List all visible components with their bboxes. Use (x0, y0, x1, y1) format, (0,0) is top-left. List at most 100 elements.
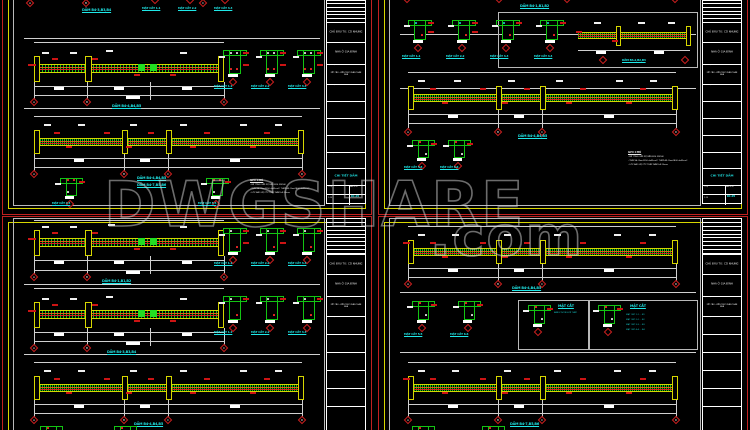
dimension-value (265, 252, 275, 255)
cross-section-detail[interactable] (217, 292, 251, 342)
cross-section-detail[interactable] (490, 16, 524, 60)
beam-concrete-section (36, 238, 222, 247)
title-block-row-project: CÔNG TRÌNH NHÀ Ở GIA ĐÌNH (327, 275, 365, 297)
scale-tag: TỶ LỆ (704, 187, 708, 188)
rebar-callout (626, 392, 632, 394)
sheet-bottom-right[interactable]: A B C D DẦM B4-4,B4,B5 MẶT CẮT 5-5 MẶ (378, 216, 748, 430)
cross-section-detail[interactable] (110, 424, 140, 430)
sheet-top-right[interactable]: A B C D DẦM B4-1,B1,B2 MẶT CẮT 1-1 (378, 0, 748, 215)
column-stub (122, 130, 128, 154)
beam-elevation[interactable] (403, 222, 684, 284)
beam-elevation[interactable] (30, 358, 310, 420)
axis-bubble (457, 43, 467, 53)
dimension-line (34, 332, 224, 333)
title-block-row-date: NGÀY LẬP (327, 389, 365, 407)
cross-section-detail[interactable] (452, 298, 486, 342)
rebar-callout (480, 378, 486, 380)
beam-elevation[interactable] (403, 358, 684, 420)
cross-section-detail[interactable] (406, 138, 440, 178)
title-block-row-project: CÔNG TRÌNH NHÀ Ở GIA ĐÌNH (703, 43, 741, 65)
rebar-callout (130, 370, 137, 372)
section-label: MẶT CẮT 4-4 (534, 54, 553, 58)
rebar-callout (443, 145, 449, 147)
title-block[interactable]: CHỦ ĐẦU TƯ CHỦ ĐẦU TƯ: CÔ NHUNG CÔNG TRÌ… (702, 0, 742, 205)
sheet-bottom-left[interactable]: A B C DẦM B4-1,B1,B2 MẶT CẮT 1-1 (2, 216, 372, 430)
cross-section-detail[interactable] (534, 16, 568, 60)
cross-section-detail[interactable] (402, 16, 436, 60)
beam-title: DẦM B4-4,B4,B5 (512, 286, 542, 290)
cross-section-detail[interactable] (54, 176, 88, 215)
cross-section-detail[interactable] (406, 298, 440, 342)
title-block[interactable]: CHỦ ĐẦU TƯ CHỦ ĐẦU TƯ: CÔ NHUNG CÔNG TRÌ… (702, 218, 742, 430)
highlight-block (138, 64, 145, 71)
stirrup-hatching (36, 65, 222, 72)
cross-section-detail[interactable] (254, 46, 288, 96)
dimension-value (228, 252, 238, 255)
cross-section-detail[interactable] (408, 424, 438, 430)
dimension-line (34, 116, 302, 117)
axis-bubble-label: C (222, 346, 226, 350)
dimension-tick (224, 256, 225, 274)
notes-line: - THÉP AI: Ra=2250 daN/cm2; THÉP AII: Ra… (250, 188, 310, 190)
beam-elevation[interactable] (404, 70, 684, 132)
cross-section-detail[interactable] (592, 302, 626, 346)
rebar-callout (219, 234, 225, 236)
rebar-dot (273, 68, 275, 70)
rebar-callout (180, 370, 187, 372)
title-block-tag: NGÀY LẬP (328, 389, 336, 390)
axis-bubble-label: A (32, 172, 36, 176)
sheet-top-left[interactable]: A B C DẦM B4-3,B3,B4 MẶT CẮT 1-1 MẶT CẮT… (2, 0, 372, 215)
rebar-callout (70, 226, 77, 228)
beam-elevation[interactable] (28, 42, 230, 102)
cross-section-detail[interactable] (522, 302, 556, 346)
cross-section-detail[interactable] (217, 46, 251, 96)
beam-elevation[interactable] (28, 220, 230, 280)
cross-section-detail[interactable] (446, 16, 480, 60)
rebar-callout (467, 143, 473, 145)
rebar-callout (593, 310, 599, 312)
cross-section-detail[interactable] (200, 176, 234, 215)
rebar-callout (293, 302, 299, 304)
axis-bubble-label: D (674, 418, 678, 422)
cross-section-detail[interactable] (291, 46, 325, 96)
section-detail-line: BẢNG THỐNG KÊ THÉP (554, 312, 577, 314)
panel-divider (24, 354, 320, 355)
sheet-border-red (2, 0, 372, 215)
cross-section-detail[interactable] (291, 224, 325, 274)
dimension-tick (34, 82, 35, 100)
column-stub (540, 376, 546, 400)
dimension-value (448, 115, 458, 118)
rebar-dot (236, 246, 238, 248)
sheet-number-tag: BẢN VẼ SỐ (726, 187, 734, 188)
title-block-value: CHỦ ĐẦU TƯ: CÔ NHUNG (329, 262, 363, 266)
cross-section-detail[interactable] (217, 224, 251, 274)
dimension-value (604, 405, 614, 408)
axis-bubble (463, 323, 473, 333)
title-block[interactable]: CHỦ ĐẦU TƯ CHỦ ĐẦU TƯ: CÔ NHUNG CÔNG TRÌ… (326, 218, 366, 430)
drawing-name: CHI TIẾT DẦM (710, 173, 734, 178)
rebar-dot (415, 22, 417, 24)
beam-elevation[interactable] (30, 112, 310, 174)
dimension-value (265, 74, 275, 77)
rebar-callout (243, 298, 249, 300)
cross-section-detail[interactable] (36, 424, 66, 430)
cross-section-detail[interactable] (478, 424, 508, 430)
dimension-value (182, 333, 192, 336)
title-block-row-lead: CHỦ TRÌ (703, 335, 741, 353)
cross-section-detail[interactable] (291, 292, 325, 342)
rebar-callout (626, 256, 632, 258)
beam-elevation[interactable] (576, 18, 692, 62)
rebar-callout (502, 256, 508, 258)
rebar-line (36, 69, 222, 70)
cross-section-detail[interactable] (254, 224, 288, 274)
rebar-callout (243, 52, 249, 54)
title-block[interactable]: CHỦ ĐẦU TƯ CHỦ ĐẦU TƯ: CÔ NHUNG CÔNG TRÌ… (326, 0, 366, 205)
rebar-dot (304, 298, 306, 300)
dimension-tick (676, 400, 677, 418)
column-stub (298, 376, 304, 400)
beam-elevation[interactable] (28, 288, 230, 348)
cross-section-detail[interactable] (254, 292, 288, 342)
cross-section-detail[interactable] (442, 138, 476, 178)
rebar-callout (428, 22, 434, 24)
